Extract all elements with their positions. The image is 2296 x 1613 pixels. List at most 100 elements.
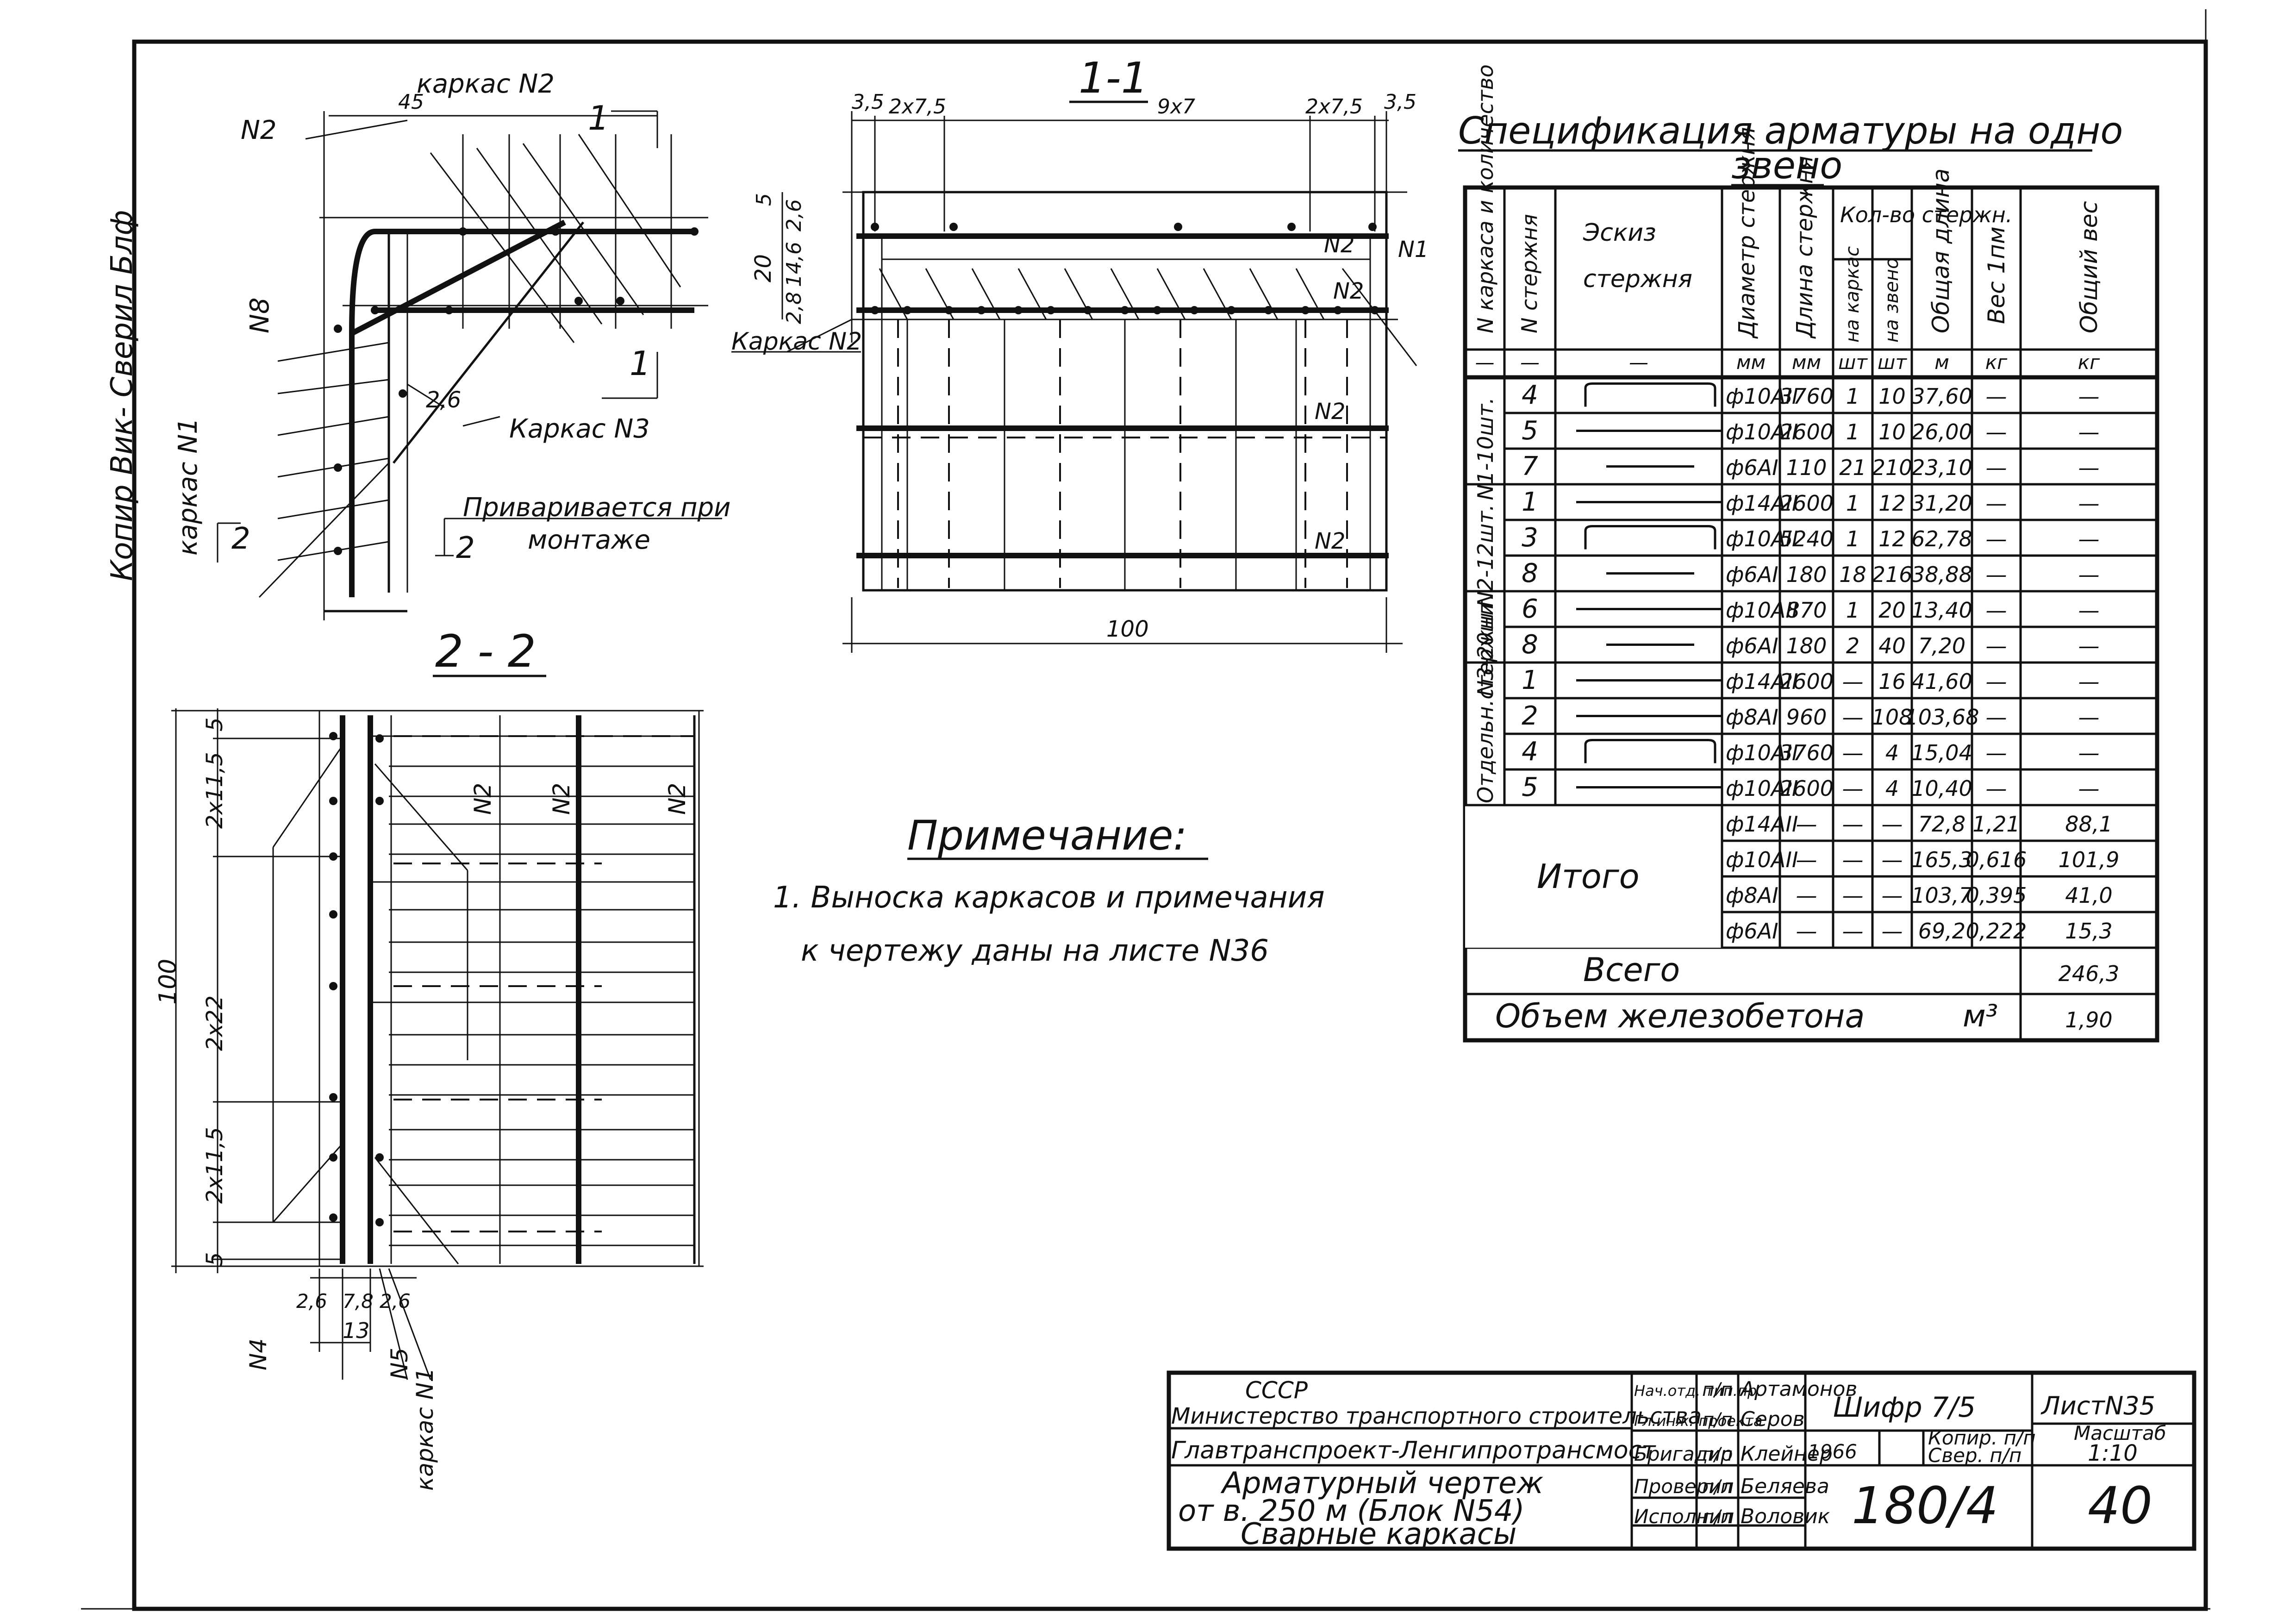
stamp-ministry: Министерство транспортного строительства <box>1171 1403 1702 1429</box>
copy-note: Копир Вик- Сверил Блф <box>105 210 139 581</box>
spec-total-z: — <box>1882 919 1903 944</box>
label-n8: N8 <box>245 297 275 333</box>
spec-cell-tw: — <box>2078 419 2100 444</box>
spec-total-k: — <box>1842 847 1864 872</box>
spec-total-tw: 88,1 <box>2065 812 2112 837</box>
dim-26-s11: 2,6 <box>782 199 806 231</box>
label-n2-s22a: N2 <box>469 783 496 815</box>
spec-vsego: Всего <box>1583 951 1680 989</box>
dim-26-left: 2,6 <box>296 1290 327 1313</box>
spec-cell-diam: ф6АI <box>1726 633 1778 658</box>
stamp-copy: Копир. п/п <box>1928 1426 2036 1449</box>
spec-title-2: звено <box>1731 144 1842 187</box>
spec-cell-diam: ф8АI <box>1726 705 1778 730</box>
dim-275-left: 2х7,5 <box>889 95 946 119</box>
spec-total-tl: 165,3 <box>1911 847 1972 872</box>
spec-total-w: 0,222 <box>1966 919 2027 944</box>
dim-5: 5 <box>752 193 776 206</box>
spec-total-tw: 15,3 <box>2065 919 2112 944</box>
label-welded: Приваривается при <box>463 493 731 523</box>
dim-13: 13 <box>343 1318 370 1343</box>
spec-header-sketch-1: Эскиз <box>1583 219 1656 247</box>
spec-cell-tl: 10,40 <box>1911 776 1972 801</box>
stamp-cipher: Шифр 7/5 <box>1833 1391 1976 1424</box>
spec-total-len: — <box>1796 919 1817 944</box>
dim-222: 2х22 <box>202 995 228 1051</box>
dim-2115-top: 2х11,5 <box>202 752 228 829</box>
spec-cell-tl: 26,00 <box>1911 419 1972 444</box>
mark-1-bottom: 1 <box>630 344 651 383</box>
spec-group-label: Отдельн.стержни <box>1473 602 1498 803</box>
spec-total-z: — <box>1882 812 1903 837</box>
spec-cell-rod: 5 <box>1522 416 1538 446</box>
spec-unit-1: — <box>1520 351 1540 374</box>
stamp-scale: 1:10 <box>2088 1440 2138 1466</box>
spec-total-diam: ф8АI <box>1726 883 1778 908</box>
stamp-verified: Свер. п/п <box>1928 1444 2021 1467</box>
stamp-sign: п/п <box>1702 1409 1733 1431</box>
spec-cell-len: 870 <box>1786 598 1827 623</box>
dim-26-right: 2,6 <box>380 1290 411 1313</box>
spec-volume-unit: м³ <box>1963 998 1998 1034</box>
spec-total-z: — <box>1882 883 1903 908</box>
spec-cell-tw: — <box>2078 455 2100 480</box>
spec-cell-diam: ф10АII <box>1726 598 1798 623</box>
spec-cell-rod: 1 <box>1522 487 1538 517</box>
label-karkas-n1-s22: каркас N1 <box>412 1368 438 1491</box>
spec-cell-len: 2600 <box>1779 776 1834 801</box>
spec-total-z: — <box>1882 847 1903 872</box>
spec-unit-9: кг <box>2078 351 2100 374</box>
spec-cell-w: — <box>1986 776 2007 801</box>
dim-100-s22: 100 <box>154 959 182 1005</box>
spec-group-label: N3-20шт. <box>1473 594 1498 696</box>
spec-cell-len: 5240 <box>1779 526 1834 551</box>
spec-cell-z: 20 <box>1878 598 1906 623</box>
spec-cell-w: — <box>1986 705 2007 730</box>
spec-cell-diam: ф10АII <box>1726 384 1798 409</box>
spec-cell-len: 180 <box>1786 633 1827 658</box>
spec-cell-len: 2600 <box>1779 669 1834 694</box>
spec-cell-rod: 5 <box>1522 772 1538 802</box>
spec-cell-len: 2600 <box>1779 419 1834 444</box>
spec-cell-tw: — <box>2078 705 2100 730</box>
spec-cell-tl: 7,20 <box>1918 633 1965 658</box>
stamp-role: Гл.инж. проекта <box>1634 1412 1762 1430</box>
stamp-sheet-no: 40 <box>2088 1476 2152 1535</box>
spec-cell-diam: ф14АII <box>1726 491 1798 516</box>
spec-cell-diam: ф10АII <box>1726 776 1798 801</box>
section-2-2-title: 2 - 2 <box>435 625 536 677</box>
stamp-sign: п/п <box>1702 1507 1733 1528</box>
spec-cell-k: — <box>1842 776 1864 801</box>
spec-unit-6: шт <box>1878 351 1907 374</box>
spec-cell-rod: 6 <box>1522 594 1538 624</box>
spec-volume-value: 1,90 <box>2065 1007 2112 1032</box>
spec-total-w: 1,21 <box>1972 812 2020 837</box>
spec-cell-k: 1 <box>1846 384 1859 409</box>
stamp-title-3: Сварные каркасы <box>1241 1517 1516 1551</box>
spec-total-tw: 101,9 <box>2059 847 2120 872</box>
stamp-year: 1966 <box>1808 1440 1857 1463</box>
spec-unit-4: мм <box>1792 351 1821 374</box>
stamp-number: 180/4 <box>1852 1476 1998 1535</box>
spec-cell-diam: ф6АI <box>1726 562 1778 587</box>
stamp-org: Главтранспроект-Ленгипротрансмост <box>1171 1437 1656 1464</box>
spec-cell-len: 3760 <box>1779 740 1834 765</box>
spec-cell-z: 10 <box>1878 384 1906 409</box>
spec-cell-w: — <box>1986 633 2007 658</box>
spec-unit-7: м <box>1934 351 1949 374</box>
label-karkas-n2-s11: Каркас N2 <box>731 328 862 356</box>
spec-cell-k: 1 <box>1846 526 1859 551</box>
spec-cell-diam: ф14АII <box>1726 669 1798 694</box>
spec-cell-diam: ф10АII <box>1726 740 1798 765</box>
spec-cell-tl: 38,88 <box>1911 562 1972 587</box>
spec-total-len: — <box>1796 883 1817 908</box>
label-n2-mid: N2 <box>1333 278 1364 304</box>
label-n4: N4 <box>245 1338 272 1370</box>
spec-cell-k: 1 <box>1846 419 1859 444</box>
spec-header-diam: Диаметр стержня <box>1734 127 1760 339</box>
label-welded-2: монтаже <box>528 525 650 555</box>
stamp-name: Беляева <box>1741 1475 1829 1498</box>
dim-35-right: 3,5 <box>1384 90 1416 114</box>
spec-cell-z: 210 <box>1872 455 1913 480</box>
